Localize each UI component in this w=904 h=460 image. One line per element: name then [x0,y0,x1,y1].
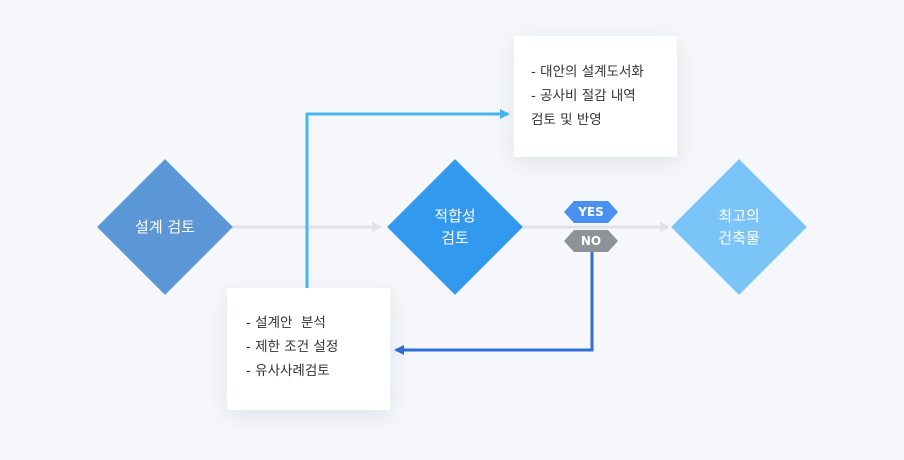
connector-analysis-to-alternatives [305,109,510,290]
suitability-review-label: 적합성 검토 [434,207,476,247]
list-item: - 대안의 설계도서화 [531,64,644,80]
yes-badge: YES [564,201,618,223]
list-item: - 설계안 분석 [246,315,326,331]
analysis-card: - 설계안 분석 - 제한 조건 설정 - 유사사례검토 [227,288,390,410]
list-item: - 유사사례검토 [246,363,330,379]
list-item: 검토 및 반영 [531,112,602,128]
no-badge: NO [564,230,618,252]
list-item: - 공사비 절감 내역 [531,88,636,104]
best-building-label: 최고의 건축물 [718,207,760,247]
alternatives-card: - 대안의 설계도서화 - 공사비 절감 내역 검토 및 반영 [514,36,677,157]
list-item: - 제한 조건 설정 [246,339,339,355]
design-review-label: 설계 검토 [135,218,195,236]
connector-no-to-analysis [394,252,594,355]
alternatives-list: - 대안의 설계도서화 - 공사비 절감 내역 검토 및 반영 [531,60,677,132]
analysis-list: - 설계안 분석 - 제한 조건 설정 - 유사사례검토 [246,311,390,383]
